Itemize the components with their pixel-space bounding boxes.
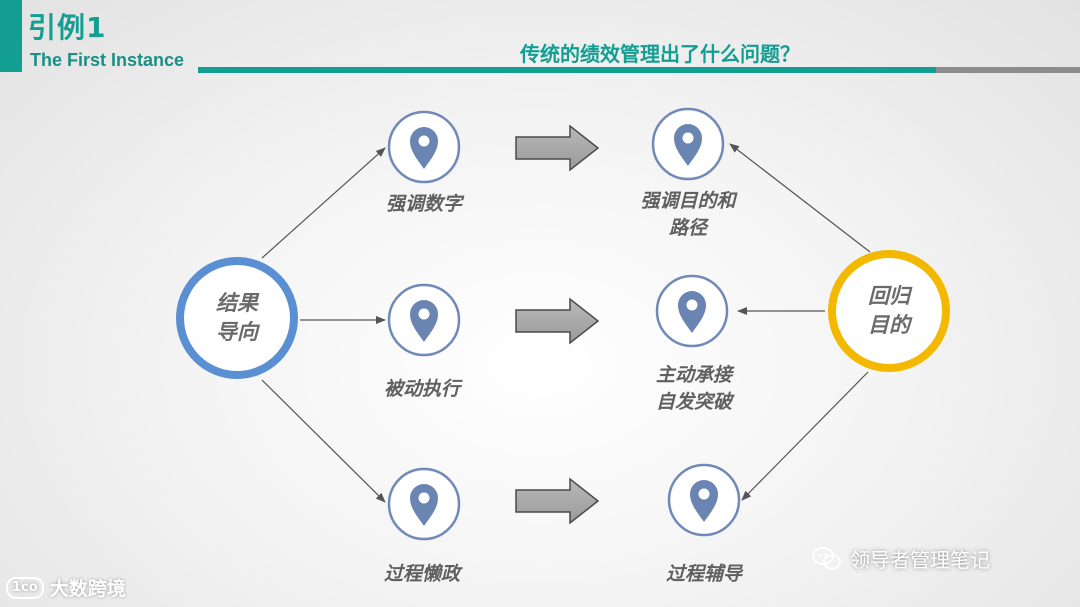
- block-arrow: [515, 477, 600, 525]
- footer-brand-left-text: 大数跨境: [49, 578, 126, 600]
- node-label-proactive-breakthrough: 主动承接 自发突破: [655, 364, 732, 413]
- wechat-icon: [812, 546, 841, 569]
- node-label-process-coaching: 过程辅导: [665, 563, 742, 585]
- left-hub-label-text: 结果 导向: [216, 291, 258, 344]
- node-label-process-laziness: 过程懒政: [383, 563, 460, 585]
- block-arrow: [515, 297, 600, 345]
- footer-brand-right-text: 领导者管理笔记: [850, 548, 990, 572]
- location-pin-icon: [387, 110, 461, 184]
- connector-line: [729, 143, 871, 253]
- location-pin-icon: [667, 463, 741, 537]
- location-pin-icon: [387, 283, 461, 357]
- footer-brand-left: 1co 大数跨境: [6, 574, 126, 601]
- right-hub-ring: [828, 250, 950, 372]
- header-accent-bar: [0, 0, 22, 72]
- slide-question: 传统的绩效管理出了什么问题？: [520, 42, 800, 66]
- connector-line: [261, 379, 386, 503]
- slide-subtitle: The First Instance: [30, 50, 185, 70]
- slide-title: 引例1: [28, 11, 107, 44]
- connector-line: [741, 371, 869, 501]
- block-arrow: [515, 124, 600, 172]
- connector-line: [261, 147, 386, 259]
- left-hub-label: 结果 导向: [197, 289, 277, 347]
- location-pin-icon: [387, 467, 461, 541]
- header-divider: [198, 67, 936, 73]
- right-hub-label: 回归 目的: [849, 282, 929, 340]
- node-label-emphasize-numbers: 强调数字: [385, 193, 462, 215]
- node-label-passive-execution: 被动执行: [383, 378, 460, 400]
- node-label-purpose-and-path: 强调目的和 路径: [640, 190, 736, 239]
- location-pin-icon: [655, 274, 729, 348]
- left-hub-ring: [176, 257, 298, 379]
- header-divider-gray: [936, 67, 1080, 73]
- location-pin-icon: [651, 107, 725, 181]
- brand-logo-icon: 1co: [6, 576, 44, 599]
- footer-brand-right: 领导者管理笔记: [812, 544, 990, 573]
- right-hub-label-text: 回归 目的: [868, 284, 910, 337]
